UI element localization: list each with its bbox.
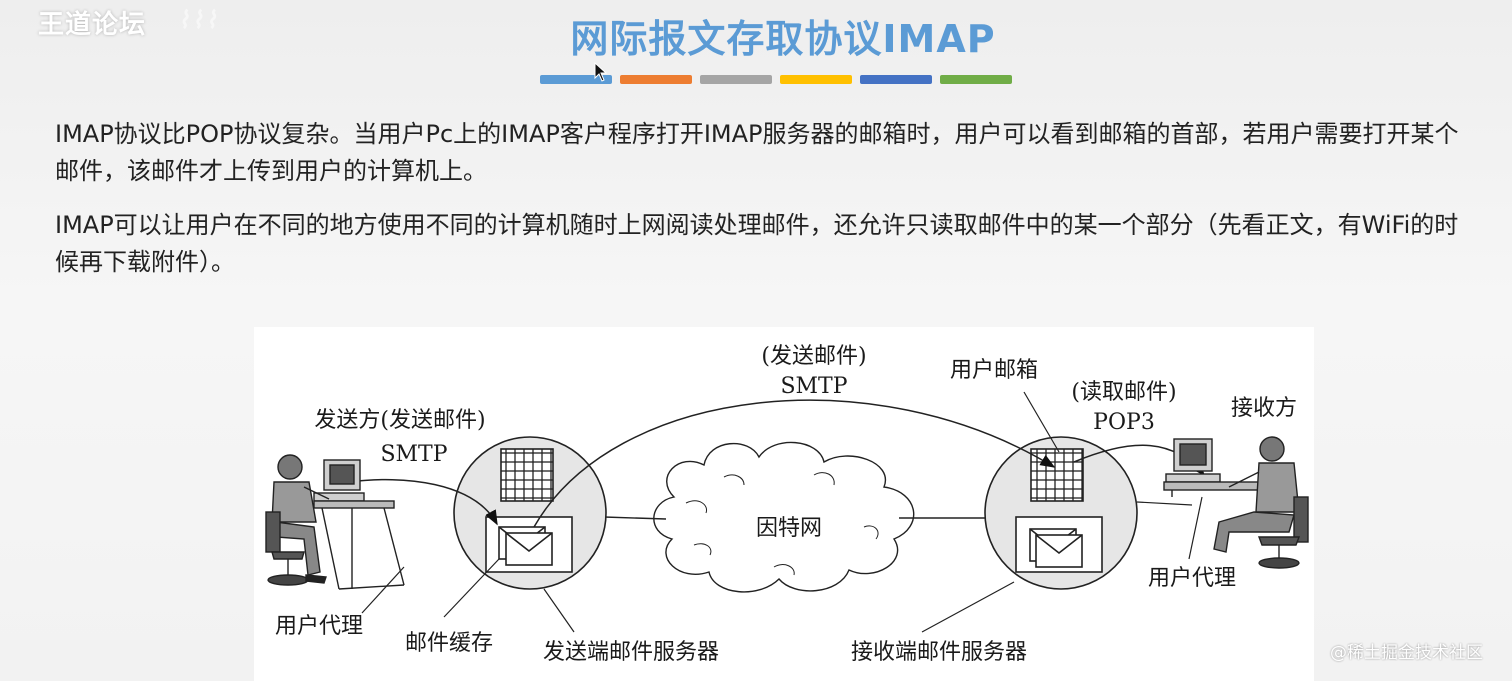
label-internet: 因特网 [755, 516, 822, 541]
title-bar-4 [780, 75, 852, 84]
label-sender-protocol: SMTP [380, 442, 448, 467]
sender-user-icon [265, 454, 405, 590]
title-bar-3 [700, 75, 772, 84]
label-user-agent-right: 用户代理 [1147, 566, 1236, 591]
title-bar-5 [860, 75, 932, 84]
label-read-protocol: POP3 [1093, 410, 1155, 435]
slide-title: 网际报文存取协议IMAP [570, 17, 996, 61]
paragraph-1: IMAP协议比POP协议复杂。当用户Pc上的IMAP客户程序打开IMAP服务器的… [55, 120, 1459, 185]
title-bar-2 [620, 75, 692, 84]
send-mail-server [453, 436, 607, 590]
label-read-action: (读取邮件) [1071, 380, 1177, 405]
mouse-cursor-icon [594, 62, 608, 82]
label-user-agent-left: 用户代理 [274, 614, 363, 639]
internet-cloud-icon [653, 441, 915, 593]
label-send-server: 发送端邮件服务器 [542, 640, 719, 665]
forum-logo: 王道论坛 [38, 10, 147, 40]
label-mailbox: 用户邮箱 [949, 358, 1038, 383]
watermark: @稀土掘金技术社区 [1330, 643, 1483, 663]
recv-mail-server [984, 436, 1138, 590]
label-mid-action: (发送邮件) [761, 344, 867, 369]
title-color-bars [540, 75, 1020, 84]
receiver-user-icon [1163, 436, 1309, 569]
title-bar-6 [940, 75, 1012, 84]
title-bar-1 [540, 75, 612, 84]
label-sender: 发送方(发送邮件) [314, 408, 486, 433]
email-flow-diagram: 发送方(发送邮件) SMTP (发送邮件) SMTP 用户邮箱 (读取邮件) P… [254, 327, 1314, 681]
diagram-graphics [265, 391, 1309, 633]
label-mid-protocol: SMTP [780, 374, 848, 399]
label-receiver: 接收方 [1230, 396, 1297, 421]
paragraph-2: IMAP可以让用户在不同的地方使用不同的计算机随时上网阅读处理邮件，还允许只读取… [55, 211, 1459, 276]
label-mail-cache: 邮件缓存 [404, 631, 493, 656]
label-recv-server: 接收端邮件服务器 [850, 640, 1027, 665]
logo-decoration: ⌇⌇⌇ [178, 6, 220, 34]
